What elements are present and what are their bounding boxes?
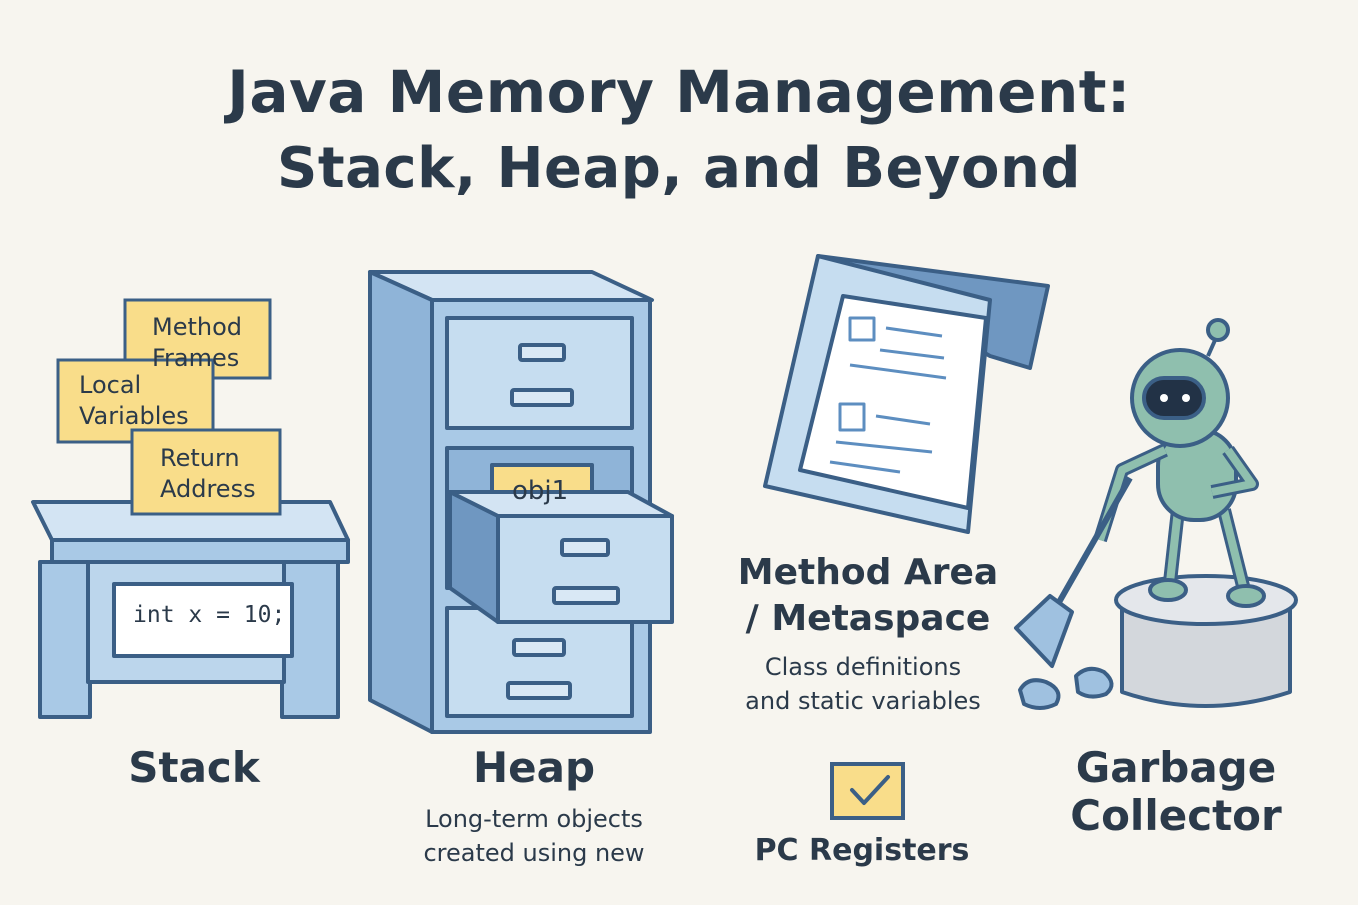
note-local-variables-line1: Local xyxy=(79,371,142,399)
method-area-description-line2: and static variables xyxy=(745,687,981,715)
stack-code-sample: int x = 10; xyxy=(133,602,286,628)
heap-description: Long-term objects created using new xyxy=(384,802,684,870)
method-area-label: Method Area / Metaspace xyxy=(718,550,1018,642)
note-method-frames-line1: Method xyxy=(152,313,243,341)
stack-label: Stack xyxy=(128,743,260,792)
robot-sweeper-icon xyxy=(1014,318,1298,710)
method-area-label-line1: Method Area xyxy=(737,552,999,593)
method-area-label-line2: / Metaspace xyxy=(745,598,991,639)
page-title-line2: Stack, Heap, and Beyond xyxy=(277,136,1081,201)
note-local-variables: Local Variables xyxy=(79,370,189,432)
method-area-description-line1: Class definitions xyxy=(764,653,962,681)
note-local-variables-line2: Variables xyxy=(79,402,189,430)
stack-notes-illustration xyxy=(56,298,282,516)
heap-description-line2: created using new xyxy=(423,839,645,867)
note-return-address-line2: Address xyxy=(160,475,256,503)
heap-label: Heap xyxy=(472,743,596,792)
note-method-frames: Method Frames xyxy=(152,312,242,374)
method-area-description: Class definitions and static variables xyxy=(708,650,1018,718)
pc-registers-label: PC Registers xyxy=(754,833,970,868)
gc-label-line2: Collector xyxy=(1070,791,1282,840)
method-area-document-icon xyxy=(763,254,1050,534)
gc-label: Garbage Collector xyxy=(1054,744,1298,840)
note-method-frames-line2: Frames xyxy=(152,344,240,372)
checkbox-icon xyxy=(830,762,905,820)
stack-desk-illustration xyxy=(31,500,350,719)
heap-description-line1: Long-term objects xyxy=(425,805,643,833)
heap-object-label: obj1 xyxy=(512,476,569,506)
note-return-address-line1: Return xyxy=(160,444,240,472)
heap-open-drawer xyxy=(448,463,674,624)
note-return-address: Return Address xyxy=(160,443,256,505)
gc-label-line1: Garbage xyxy=(1075,743,1277,792)
page-title-line1: Java Memory Management: xyxy=(227,58,1131,126)
